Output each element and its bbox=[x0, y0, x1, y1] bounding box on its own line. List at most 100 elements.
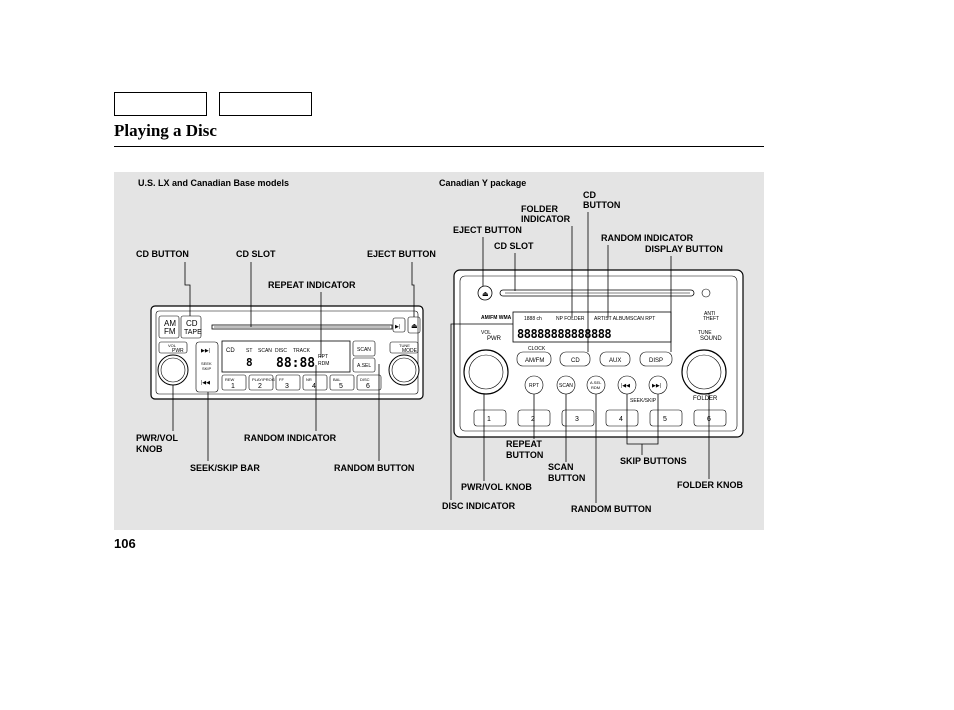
left-scan-button[interactable] bbox=[352, 340, 376, 357]
right-label-random-indicator: RANDOM INDICATOR bbox=[601, 233, 694, 243]
left-scan-label: SCAN bbox=[357, 347, 371, 353]
right-pwr-vol-knob[interactable] bbox=[463, 349, 509, 395]
seek-label: SEEK bbox=[201, 361, 212, 366]
right-leader-lines bbox=[450, 212, 710, 503]
right-preset-button-3[interactable] bbox=[561, 409, 595, 427]
cd-indicator: CD bbox=[226, 348, 235, 354]
right-preset-button-4[interactable] bbox=[605, 409, 639, 427]
left-preset-button-2[interactable] bbox=[248, 374, 274, 391]
left-label-random-button: RANDOM BUTTON bbox=[334, 463, 414, 473]
disc-indicator: DISC bbox=[275, 348, 287, 354]
left-preset-caption: BAL bbox=[333, 377, 341, 382]
right-label-disc-indicator: DISC INDICATOR bbox=[442, 501, 516, 511]
right-label-skip-buttons: SKIP BUTTONS bbox=[620, 456, 687, 466]
left-preset-caption: NR bbox=[306, 377, 312, 382]
skip-forward-icon: ▶▶| bbox=[652, 383, 661, 389]
left-preset-number: 3 bbox=[285, 383, 289, 390]
left-label-eject-button: EJECT BUTTON bbox=[367, 249, 436, 259]
right-radio-unit: ⏏ ANTI THEFT AM/FM WMA 1888 ch NP FOLDER… bbox=[453, 269, 744, 438]
left-preset-button-5[interactable] bbox=[329, 374, 355, 391]
right-label-random-button: RANDOM BUTTON bbox=[571, 504, 651, 514]
right-scan-label: SCAN bbox=[559, 383, 573, 389]
left-vol-label: VOL bbox=[168, 343, 177, 348]
right-preset-number: 5 bbox=[663, 416, 667, 423]
right-display-clock-digits: 1888 ch bbox=[524, 316, 542, 322]
left-preset-caption: REW bbox=[225, 377, 235, 382]
left-display bbox=[221, 340, 351, 373]
left-label-pwr-vol-knob-line2: KNOB bbox=[136, 444, 163, 454]
page-title: Playing a Disc bbox=[114, 121, 217, 140]
right-label-eject-button: EJECT BUTTON bbox=[453, 225, 522, 235]
am-fm-button[interactable] bbox=[158, 315, 180, 339]
header-tab-2[interactable] bbox=[219, 92, 312, 116]
left-tune-knob[interactable] bbox=[388, 354, 420, 386]
left-preset-button-1[interactable] bbox=[221, 374, 247, 391]
right-label-folder-knob: FOLDER KNOB bbox=[677, 480, 743, 490]
right-folder-label: FOLDER bbox=[693, 396, 718, 402]
left-radio-unit: AM FM CD TAPE ▶| ⏏ VOL PWR ▶▶| SEEK SKIP… bbox=[150, 305, 424, 400]
left-caption: U.S. LX and Canadian Base models bbox=[138, 178, 289, 188]
right-label-folder-indicator-line2: INDICATOR bbox=[521, 214, 571, 224]
right-sound-label: SOUND bbox=[700, 336, 722, 342]
right-am-fm-button[interactable] bbox=[516, 351, 552, 367]
left-seek-skip-bar[interactable] bbox=[195, 341, 219, 393]
left-label-pwr-vol-knob-line1: PWR/VOL bbox=[136, 433, 179, 443]
header-tab-1[interactable] bbox=[114, 92, 207, 116]
left-display-digits-a: 8 bbox=[246, 356, 253, 369]
right-display-digits: 88888888888888 bbox=[517, 327, 611, 341]
right-label-folder-indicator-line1: FOLDER bbox=[521, 204, 558, 214]
left-preset-button-4[interactable] bbox=[302, 374, 328, 391]
left-display-digits: 88:88 bbox=[276, 356, 315, 371]
right-preset-number: 2 bbox=[531, 416, 535, 423]
title-divider bbox=[114, 146, 764, 147]
skip-small-glyph: ▶| bbox=[395, 324, 400, 330]
right-label-scan-button-line2: BUTTON bbox=[548, 473, 585, 483]
page-number: 106 bbox=[114, 536, 136, 551]
left-label-random-indicator: RANDOM INDICATOR bbox=[244, 433, 337, 443]
left-preset-caption: PLAY/PROG bbox=[252, 377, 275, 382]
right-tune-label: TUNE bbox=[698, 330, 712, 336]
left-label-seek-skip-bar: SEEK/SKIP BAR bbox=[190, 463, 260, 473]
right-am-fm-label: AM/FM bbox=[525, 358, 544, 364]
am-fm-wma-label: AM/FM WMA bbox=[481, 315, 512, 321]
right-eject-button[interactable] bbox=[477, 285, 493, 301]
left-preset-number: 1 bbox=[231, 383, 235, 390]
skip-label: SKIP bbox=[202, 366, 211, 371]
left-pwr-vol-knob[interactable] bbox=[157, 354, 189, 386]
right-preset-button-6[interactable] bbox=[693, 409, 727, 427]
skip-back-icon: |◀◀ bbox=[621, 383, 630, 389]
right-asel-label: A.SEL bbox=[590, 380, 602, 385]
right-seek-skip-label: SEEK/SKIP bbox=[630, 398, 657, 404]
left-preset-caption: FF bbox=[279, 377, 284, 382]
anti-theft-led bbox=[701, 288, 711, 298]
right-aux-button[interactable] bbox=[599, 351, 631, 367]
right-label-cd-slot: CD SLOT bbox=[494, 241, 534, 251]
left-asel-button[interactable] bbox=[352, 357, 376, 373]
right-disp-button[interactable] bbox=[639, 351, 673, 367]
right-preset-button-1[interactable] bbox=[473, 409, 507, 427]
eject-icon: ⏏ bbox=[411, 323, 418, 330]
left-skip-small-button[interactable] bbox=[392, 317, 406, 333]
repeat-indicator: RPT bbox=[318, 354, 328, 360]
right-cd-button[interactable] bbox=[559, 351, 591, 367]
left-tune-label: TUNE bbox=[399, 343, 410, 348]
right-tune-folder-knob[interactable] bbox=[681, 349, 727, 395]
left-preset-button-3[interactable] bbox=[275, 374, 301, 391]
right-aux-label: AUX bbox=[609, 358, 621, 364]
random-indicator: RDM bbox=[318, 361, 329, 367]
right-caption: Canadian Y package bbox=[439, 178, 526, 188]
fm-label: FM bbox=[164, 327, 176, 336]
right-display-rdm-icons: SCAN RPT bbox=[630, 316, 655, 322]
right-vol-label: VOL bbox=[481, 330, 491, 336]
left-leader-lines bbox=[172, 262, 415, 461]
left-preset-button-6[interactable] bbox=[356, 374, 382, 391]
cd-tape-button[interactable] bbox=[180, 315, 202, 339]
right-display-folder-icon: NP FOLDER bbox=[556, 316, 585, 322]
left-preset-number: 2 bbox=[258, 383, 262, 390]
clock-label: CLOCK bbox=[528, 346, 546, 352]
anti-theft-label-line1: ANTI bbox=[704, 311, 715, 317]
right-label-repeat-button-line1: REPEAT bbox=[506, 439, 542, 449]
left-preset-number: 4 bbox=[312, 383, 316, 390]
